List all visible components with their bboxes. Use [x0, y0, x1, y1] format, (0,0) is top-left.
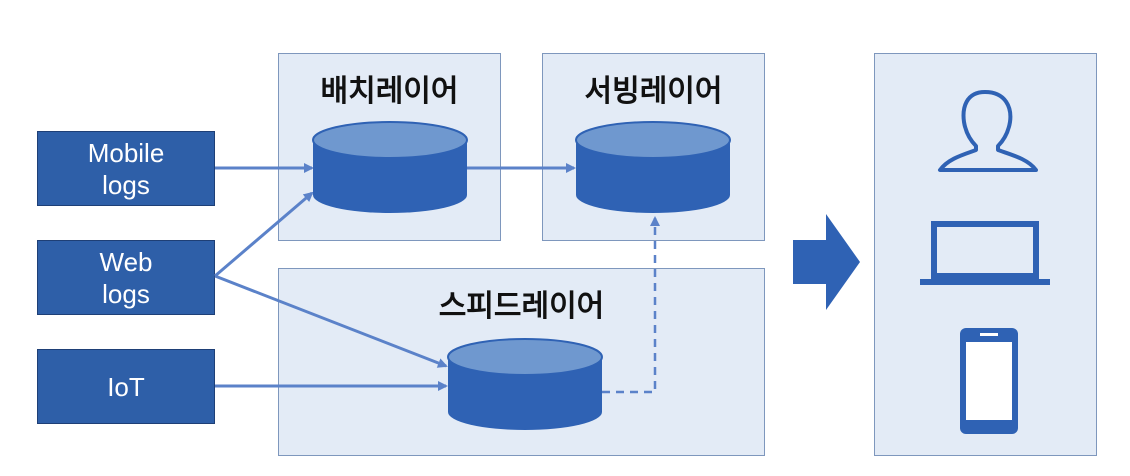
web-to-speed-arrow [214, 274, 448, 368]
batch-layer-title: 배치레이어 [320, 74, 459, 109]
speed-layer-title: 스피드레이어 [438, 289, 605, 324]
smartphone-icon [960, 328, 1018, 434]
batch-database-icon [312, 121, 468, 213]
user-icon [938, 90, 1038, 172]
iot-source: IoT [37, 349, 215, 424]
serving-layer-title: 서빙레이어 [584, 74, 723, 109]
serving-database-icon [575, 121, 731, 213]
mobile-logs-source: Mobile logs [37, 131, 215, 206]
web-logs-source: Web logs [37, 240, 215, 315]
output-arrow-icon [793, 214, 860, 310]
speed-to-serving-dashed-arrow [602, 216, 660, 394]
web-to-batch-arrow [214, 191, 314, 278]
laptop-icon [920, 221, 1050, 285]
speed-database-icon [447, 338, 603, 430]
